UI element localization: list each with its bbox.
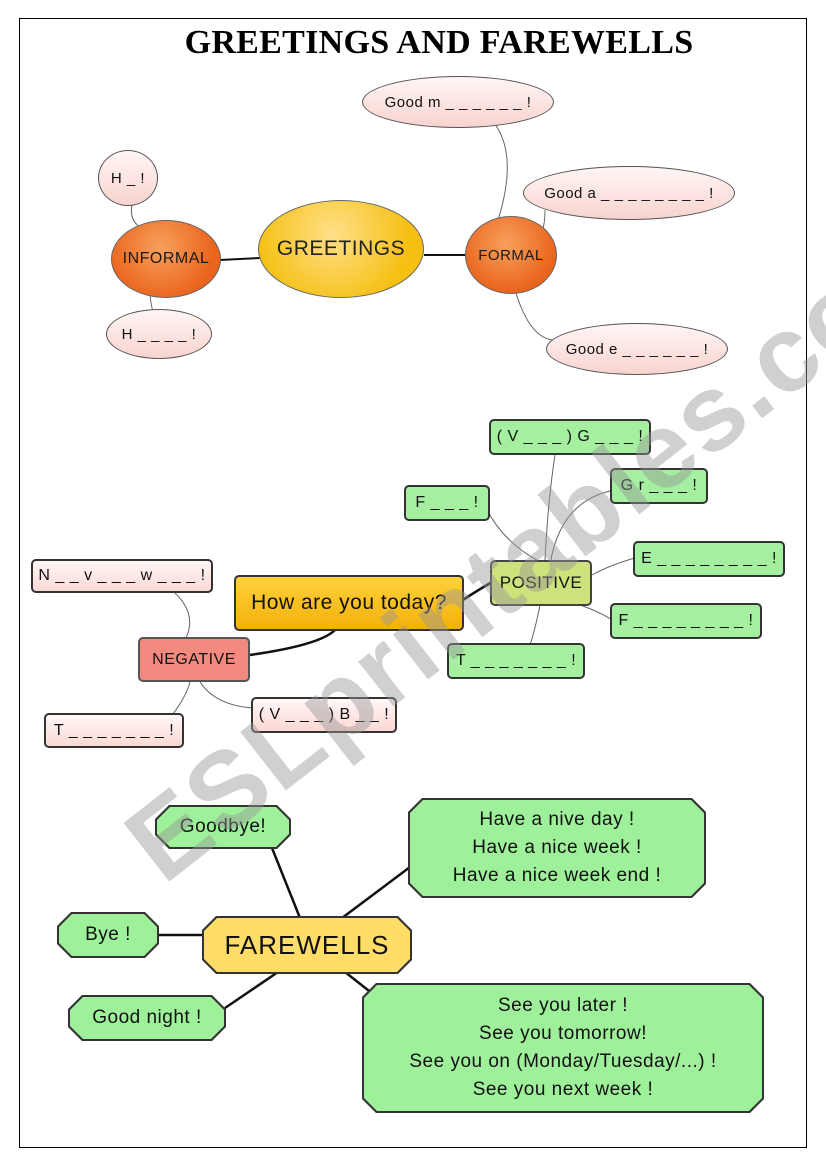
farewell-bye-label: Bye ! bbox=[59, 914, 157, 956]
greetings-node: GREETINGS bbox=[258, 200, 424, 298]
farewell-goodbye-label: Goodbye! bbox=[157, 807, 289, 847]
see-group-line: See you tomorrow! bbox=[479, 1023, 647, 1044]
farewell-group-see-you: See you later ! See you tomorrow! See yo… bbox=[362, 983, 764, 1113]
nice-group-line: Have a nive day ! bbox=[479, 809, 635, 830]
formal-item-afternoon: Good a _ _ _ _ _ _ _ _ ! bbox=[523, 166, 735, 220]
positive-item-excellent: E _ _ _ _ _ _ _ _ ! bbox=[633, 541, 785, 577]
connector-informal bbox=[219, 257, 261, 261]
farewell-item-bye: Bye ! bbox=[57, 912, 159, 958]
connector-pos-e bbox=[591, 557, 636, 576]
connector-pos-gr bbox=[549, 489, 616, 566]
connector-goodnight bbox=[224, 970, 279, 1010]
see-group-line: See you later ! bbox=[497, 995, 629, 1016]
positive-item-great: G r _ _ _ ! bbox=[610, 468, 708, 504]
positive-item-fantastic: F _ _ _ _ _ _ _ _ ! bbox=[610, 603, 762, 639]
farewell-good-night-label: Good night ! bbox=[70, 997, 224, 1039]
formal-item-evening: Good e _ _ _ _ _ _ ! bbox=[546, 323, 728, 375]
connector-positive bbox=[462, 580, 493, 602]
nice-group-line: Have a nice week end ! bbox=[452, 865, 662, 886]
connector-goodbye bbox=[270, 847, 302, 919]
formal-node: FORMAL bbox=[465, 216, 557, 294]
page-title: GREETINGS AND FAREWELLS bbox=[184, 24, 694, 61]
negative-item-not-very-well: N _ _ v _ _ _ w _ _ _ ! bbox=[31, 559, 213, 593]
connector-neg-vb bbox=[199, 681, 253, 709]
farewell-item-goodbye: Goodbye! bbox=[155, 805, 291, 849]
informal-node: INFORMAL bbox=[111, 220, 221, 298]
negative-node: NEGATIVE bbox=[138, 637, 250, 682]
farewell-group-have-a-nice: Have a nive day ! Have a nice week ! Hav… bbox=[408, 798, 706, 898]
farewells-node: FAREWELLS bbox=[202, 916, 412, 974]
how-are-you-node: How are you today? bbox=[234, 575, 464, 631]
connector-pos-vg bbox=[544, 454, 556, 561]
positive-item-terrific: T _ _ _ _ _ _ _ ! bbox=[447, 643, 585, 679]
connector-formal-morning bbox=[489, 117, 508, 221]
connector-negative bbox=[249, 629, 336, 657]
positive-item-very-good: ( V _ _ _ ) G _ _ _ ! bbox=[489, 419, 651, 455]
farewell-item-good-night: Good night ! bbox=[68, 995, 226, 1041]
nice-group-line: Have a nice week ! bbox=[472, 837, 642, 858]
see-group-line: See you on (Monday/Tuesday/...) ! bbox=[409, 1051, 717, 1072]
formal-item-morning: Good m _ _ _ _ _ _ ! bbox=[362, 76, 554, 128]
negative-item-terrible: T _ _ _ _ _ _ _ ! bbox=[44, 713, 184, 748]
connector-neg-n bbox=[174, 592, 191, 641]
connector-formal-evening bbox=[514, 289, 556, 341]
connector-pos-f2 bbox=[579, 604, 613, 621]
positive-node: POSITIVE bbox=[490, 560, 592, 606]
positive-item-fine: F _ _ _ ! bbox=[404, 485, 490, 521]
see-group-line: See you next week ! bbox=[472, 1079, 654, 1100]
connector-pos-t bbox=[529, 604, 541, 646]
farewells-label: FAREWELLS bbox=[204, 918, 410, 972]
informal-item-hi: H _ ! bbox=[98, 150, 158, 206]
informal-item-hello: H _ _ _ _ ! bbox=[106, 309, 212, 359]
negative-item-very-bad: ( V _ _ _ ) B _ _ ! bbox=[251, 697, 397, 733]
connector-nice-group bbox=[341, 866, 411, 919]
page-border bbox=[19, 18, 807, 1148]
